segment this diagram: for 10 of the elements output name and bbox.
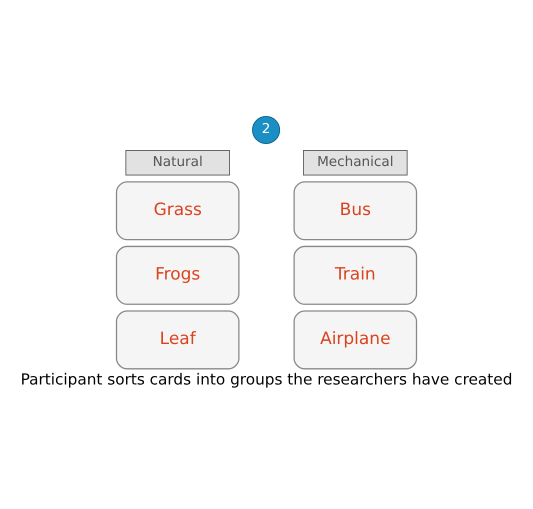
caption: Participant sorts cards into groups the researchers have created [20, 370, 512, 388]
node-box: Natural [125, 150, 230, 176]
node-box: Grass [116, 181, 240, 240]
node-box: Leaf [116, 310, 240, 370]
node-box: Bus [293, 181, 418, 240]
node-box: Airplane [293, 310, 418, 370]
node-box: Mechanical [303, 150, 408, 176]
node-box: Frogs [116, 246, 240, 305]
node-circle: 2 [252, 116, 280, 144]
node-box: Train [293, 246, 418, 305]
